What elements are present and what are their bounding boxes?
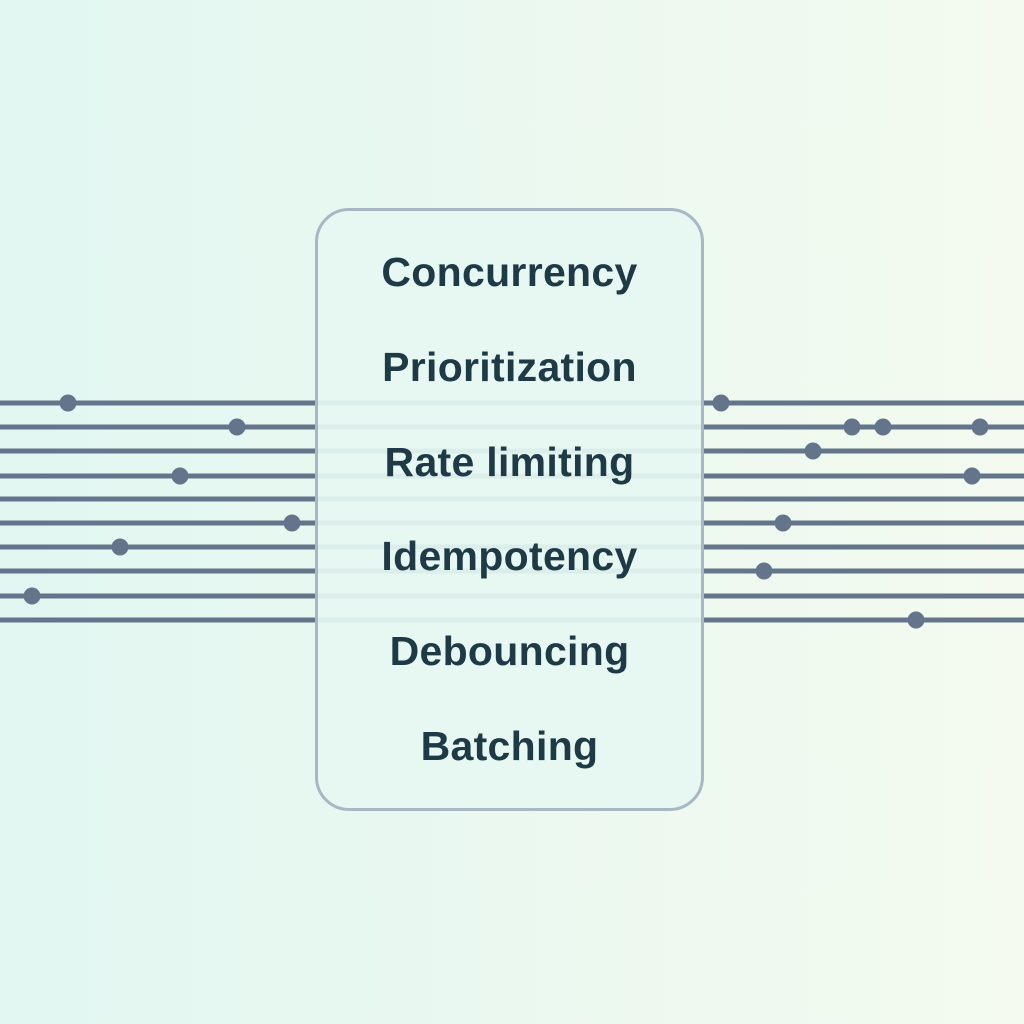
wire-dot bbox=[963, 467, 981, 485]
card-item-prioritization: Prioritization bbox=[382, 343, 637, 390]
wire-dot bbox=[23, 587, 41, 605]
wire-dot bbox=[907, 611, 925, 629]
card-item-batching: Batching bbox=[420, 723, 599, 770]
wire-dot bbox=[804, 442, 822, 460]
wire-dot bbox=[971, 418, 989, 436]
wire-dot bbox=[283, 514, 301, 532]
wire-dot bbox=[712, 394, 730, 412]
wire-dot bbox=[59, 394, 77, 412]
wire-dot bbox=[874, 418, 892, 436]
wire-dot bbox=[171, 467, 189, 485]
wire-dot bbox=[228, 418, 246, 436]
concept-card: Concurrency Prioritization Rate limiting… bbox=[315, 208, 704, 811]
card-item-debouncing: Debouncing bbox=[389, 628, 630, 675]
card-item-idempotency: Idempotency bbox=[381, 533, 638, 580]
wire-dot bbox=[843, 418, 861, 436]
wire-dot bbox=[755, 562, 773, 580]
card-item-concurrency: Concurrency bbox=[381, 248, 638, 295]
card-item-rate-limiting: Rate limiting bbox=[384, 438, 635, 485]
wire-dot bbox=[774, 514, 792, 532]
wire-dot bbox=[111, 538, 129, 556]
